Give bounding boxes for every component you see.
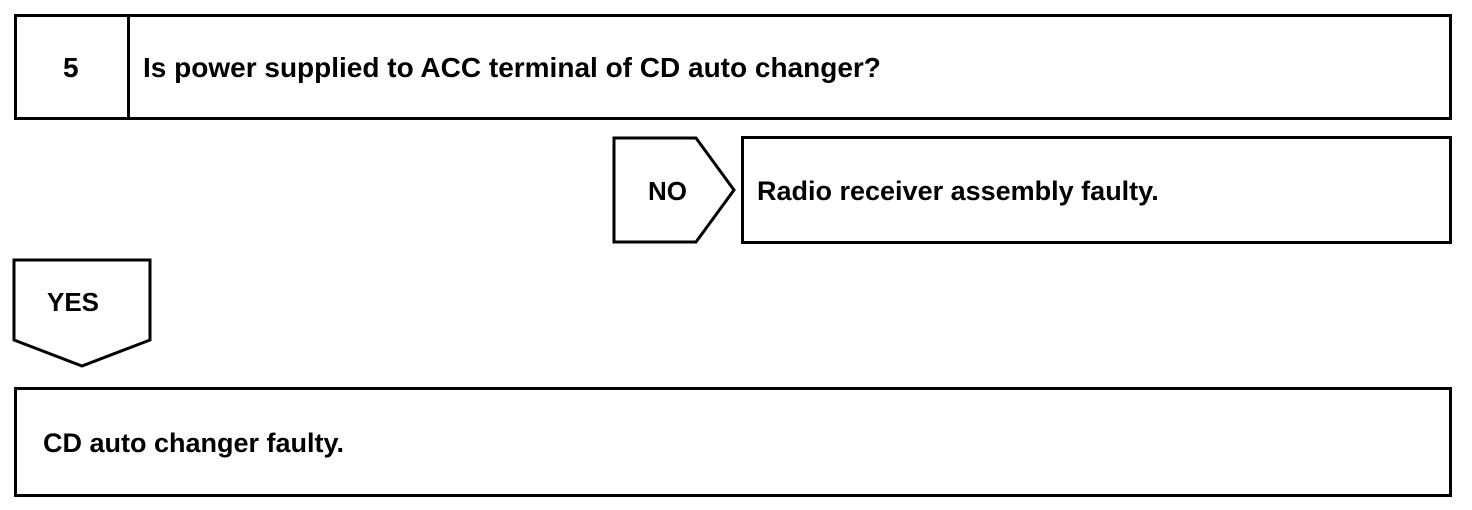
no-arrow-shape (612, 136, 736, 244)
no-result-text: Radio receiver assembly faulty. (757, 176, 1159, 206)
step-question-box (14, 14, 1452, 120)
yes-arrow-shape (12, 258, 152, 368)
step-number-divider (127, 14, 130, 120)
yes-result-text: CD auto changer faulty. (43, 428, 345, 458)
no-label: NO (648, 176, 687, 206)
yes-result-box (14, 387, 1452, 497)
step-number: 5 (63, 52, 79, 83)
no-result-box (741, 136, 1452, 244)
step-question-text: Is power supplied to ACC terminal of CD … (143, 52, 881, 83)
yes-label: YES (47, 287, 100, 317)
